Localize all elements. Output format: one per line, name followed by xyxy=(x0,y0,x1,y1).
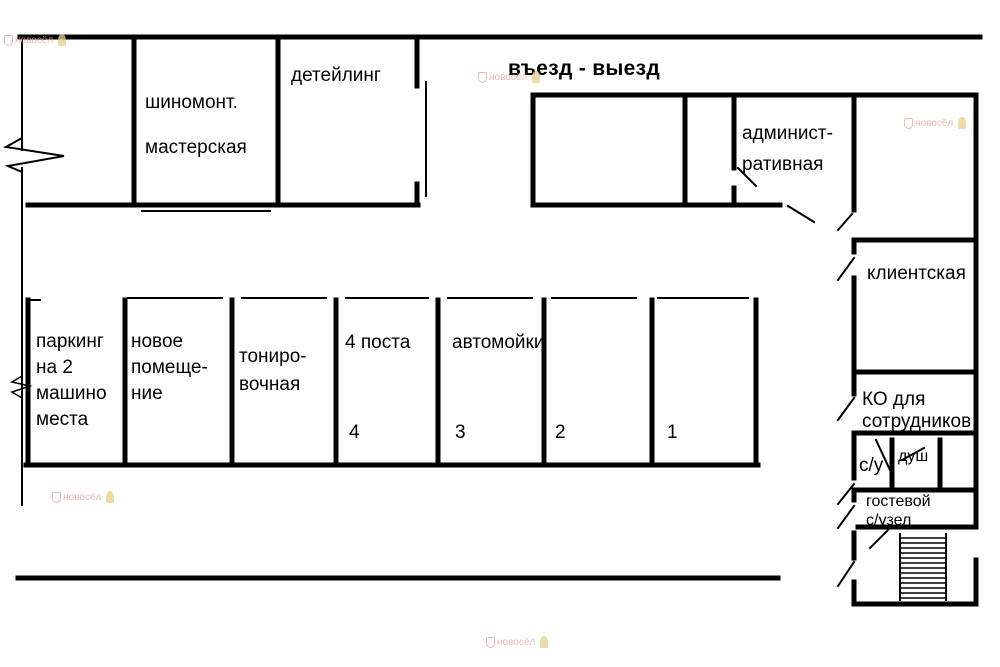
administrative-label-line-2: ративная xyxy=(742,154,824,175)
watermark-house-icon xyxy=(52,491,61,503)
guest-wc-label-line-1: гостевой xyxy=(866,493,931,510)
stair-exit-door xyxy=(836,560,856,588)
new-room-label-line-3: ние xyxy=(131,383,163,404)
staff-room-label-line-2: сотрудников xyxy=(862,411,972,432)
new-room-label: новое помеще- ние xyxy=(131,329,208,407)
corridor-door-2 xyxy=(836,212,854,232)
watermark-logo-right: новосёл xyxy=(904,117,967,129)
watermark-logo-top-center: новосёл xyxy=(478,71,541,83)
watermark-leaf-icon xyxy=(540,636,549,648)
admin-door xyxy=(736,166,758,188)
tinting-label-line-2: вочная xyxy=(239,374,301,395)
tire-shop-label: шиномонт. мастерская xyxy=(145,80,247,170)
watermark-house-icon xyxy=(4,34,13,46)
corridor-door-1 xyxy=(786,204,816,224)
client-room-door xyxy=(836,256,856,282)
parking-label-line-4: места xyxy=(36,409,89,430)
shower-door xyxy=(900,446,926,462)
parking-label-line-3: машино xyxy=(36,383,107,404)
car-washes-label: автомойки xyxy=(452,332,545,353)
watermark-brand: новосёл xyxy=(63,491,102,503)
watermark-brand: новосёл xyxy=(489,71,528,83)
watermark-leaf-icon xyxy=(532,71,541,83)
wc-door-left xyxy=(836,482,856,506)
administrative-label: админист- ративная xyxy=(742,118,833,180)
watermark-brand: новосёл xyxy=(497,636,536,648)
watermark-brand: новосёл xyxy=(15,34,54,46)
guest-wc-door-bottom xyxy=(868,528,890,550)
wc-label: с/у xyxy=(859,455,884,476)
staff-room-label-line-1: КО для xyxy=(862,389,926,410)
parking-label-line-2: на 2 xyxy=(36,357,73,378)
post-number-1: 1 xyxy=(667,422,678,443)
parking-label-line-1: паркинг xyxy=(36,331,104,352)
watermark-leaf-icon xyxy=(106,491,115,503)
watermark-logo-bottom-left: новосёл xyxy=(52,491,115,503)
watermark-house-icon xyxy=(486,636,495,648)
entrance-label: въезд - выезд xyxy=(508,57,660,80)
wash-posts-count-label: 4 поста xyxy=(345,332,411,353)
watermark-logo-bottom-center: новосёл xyxy=(486,636,549,648)
watermark-logo-top-left: новосёл xyxy=(4,34,67,46)
shower-label: душ xyxy=(898,448,929,465)
staff-room-door xyxy=(836,396,856,422)
post-number-3: 3 xyxy=(455,422,466,443)
post-number-4: 4 xyxy=(349,422,360,443)
watermark-leaf-icon xyxy=(58,34,67,46)
post-number-2: 2 xyxy=(555,422,566,443)
parking-label: паркинг на 2 машино места xyxy=(36,329,107,433)
watermark-house-icon xyxy=(478,71,487,83)
guest-wc-label: гостевой с/узел xyxy=(866,492,931,530)
detailing-label: детейлинг xyxy=(291,65,381,86)
wall-break-mark-upper xyxy=(2,136,65,174)
tinting-label: тониро- вочная xyxy=(239,343,307,399)
wc-door xyxy=(874,438,892,472)
guest-wc-label-line-2: с/узел xyxy=(866,512,912,529)
tire-shop-label-line-2: мастерская xyxy=(145,137,247,158)
new-room-label-line-2: помеще- xyxy=(131,357,208,378)
tinting-label-line-1: тониро- xyxy=(239,346,307,367)
new-room-label-line-1: новое xyxy=(131,331,184,352)
stair-steps xyxy=(899,537,947,599)
client-room-label: клиентская xyxy=(867,263,966,284)
watermark-brand: новосёл xyxy=(915,117,954,129)
tire-shop-label-line-1: шиномонт. xyxy=(145,92,238,113)
watermark-house-icon xyxy=(904,117,913,129)
administrative-label-line-1: админист- xyxy=(742,123,833,144)
watermark-leaf-icon xyxy=(958,117,967,129)
staff-room-label: КО для сотрудников xyxy=(862,389,971,433)
guest-wc-door xyxy=(836,504,856,530)
